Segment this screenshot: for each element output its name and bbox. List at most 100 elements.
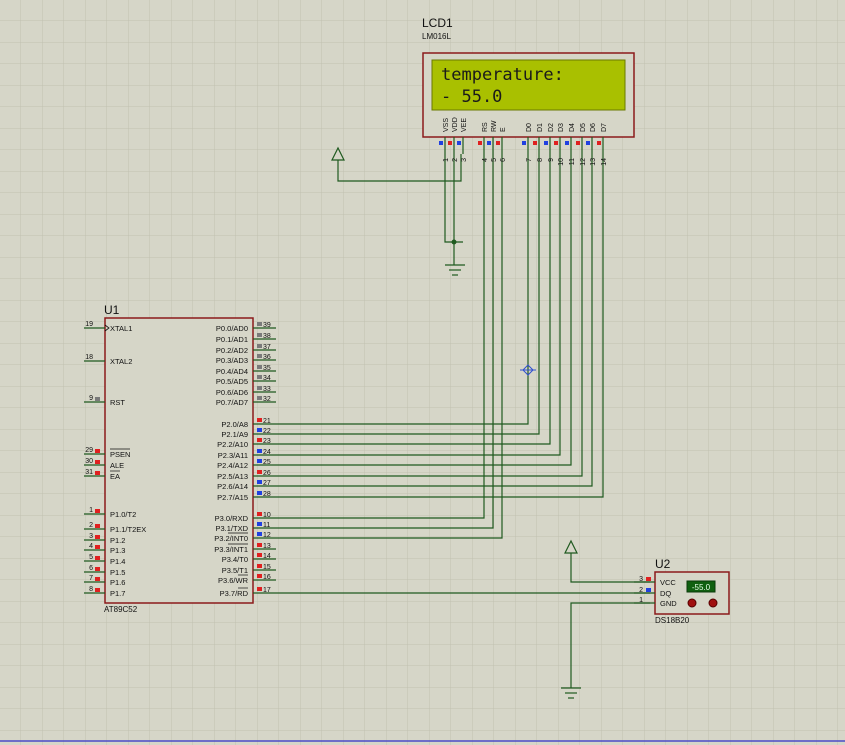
mcu-pin-state — [257, 574, 262, 578]
wire-d3 — [276, 154, 561, 456]
sensor-increase-button[interactable] — [708, 598, 718, 608]
lcd-pin-rs[interactable]: RS4 — [478, 122, 489, 162]
mcu-pin-state — [95, 460, 100, 464]
mcu-pin-label: XTAL1 — [110, 324, 132, 333]
mcu-pin-number: 19 — [85, 321, 93, 328]
mcu-pin-number: 5 — [89, 554, 93, 561]
lcd-pin-number: 4 — [482, 158, 489, 162]
ground-terminal-sensor[interactable] — [561, 687, 581, 699]
mcu-pin-state — [95, 588, 100, 592]
mcu-pin-state — [257, 418, 262, 422]
mcu-pin-label: P1.3 — [110, 546, 125, 555]
power-terminal-lcd[interactable] — [331, 146, 345, 161]
mcu-pin-label: P0.6/AD6 — [216, 388, 248, 397]
mcu-pin-label: RST — [110, 398, 125, 407]
mcu-pin-label: P0.0/AD0 — [216, 324, 248, 333]
mcu-pin-number: 36 — [263, 354, 271, 361]
lcd-pin-d0[interactable]: D07 — [522, 123, 533, 162]
mcu-pin-label: P0.3/AD3 — [216, 356, 248, 365]
lcd-pin-number: 5 — [491, 158, 498, 162]
ground-terminal-lcd[interactable] — [445, 264, 465, 276]
wire-rs — [276, 154, 485, 519]
power-terminal-sensor[interactable] — [564, 539, 578, 554]
lcd-pin-state — [554, 141, 558, 145]
lcd-pin-e[interactable]: E6 — [496, 127, 507, 162]
mcu-pin-state — [257, 532, 262, 536]
mcu-pin-number: 25 — [263, 459, 271, 466]
lcd-pin-rw[interactable]: RW5 — [487, 120, 498, 162]
mcu-pin-number: 1 — [89, 507, 93, 514]
mcu-pin-number: 28 — [263, 491, 271, 498]
mcu-pin-19[interactable]: 19 XTAL1 — [84, 321, 132, 333]
mcu-pin-number: 35 — [263, 365, 271, 372]
mcu-pin-state — [257, 333, 262, 337]
lcd-pin-name: E — [500, 127, 507, 132]
lcd-pin-d1[interactable]: D18 — [533, 123, 544, 162]
lcd-pin-d2[interactable]: D29 — [544, 123, 555, 162]
mcu-pin-36[interactable]: 36 P0.3/AD3 — [216, 354, 276, 365]
mcu-pin-state — [95, 577, 100, 581]
lcd-pin-state — [522, 141, 526, 145]
mcu-pin-state — [257, 512, 262, 516]
mcu-pin-label: P2.5/A13 — [217, 472, 248, 481]
wire-probe-marker[interactable] — [520, 364, 536, 376]
lcd-pin-number: 8 — [537, 158, 544, 162]
mcu-pin-label: EA — [110, 472, 120, 481]
sensor-decrease-button[interactable] — [687, 598, 697, 608]
lcd-component[interactable]: LCD1 LM016L temperature: - 55.0 VSS1VDD2… — [422, 16, 635, 166]
mcu-body[interactable] — [104, 317, 254, 604]
